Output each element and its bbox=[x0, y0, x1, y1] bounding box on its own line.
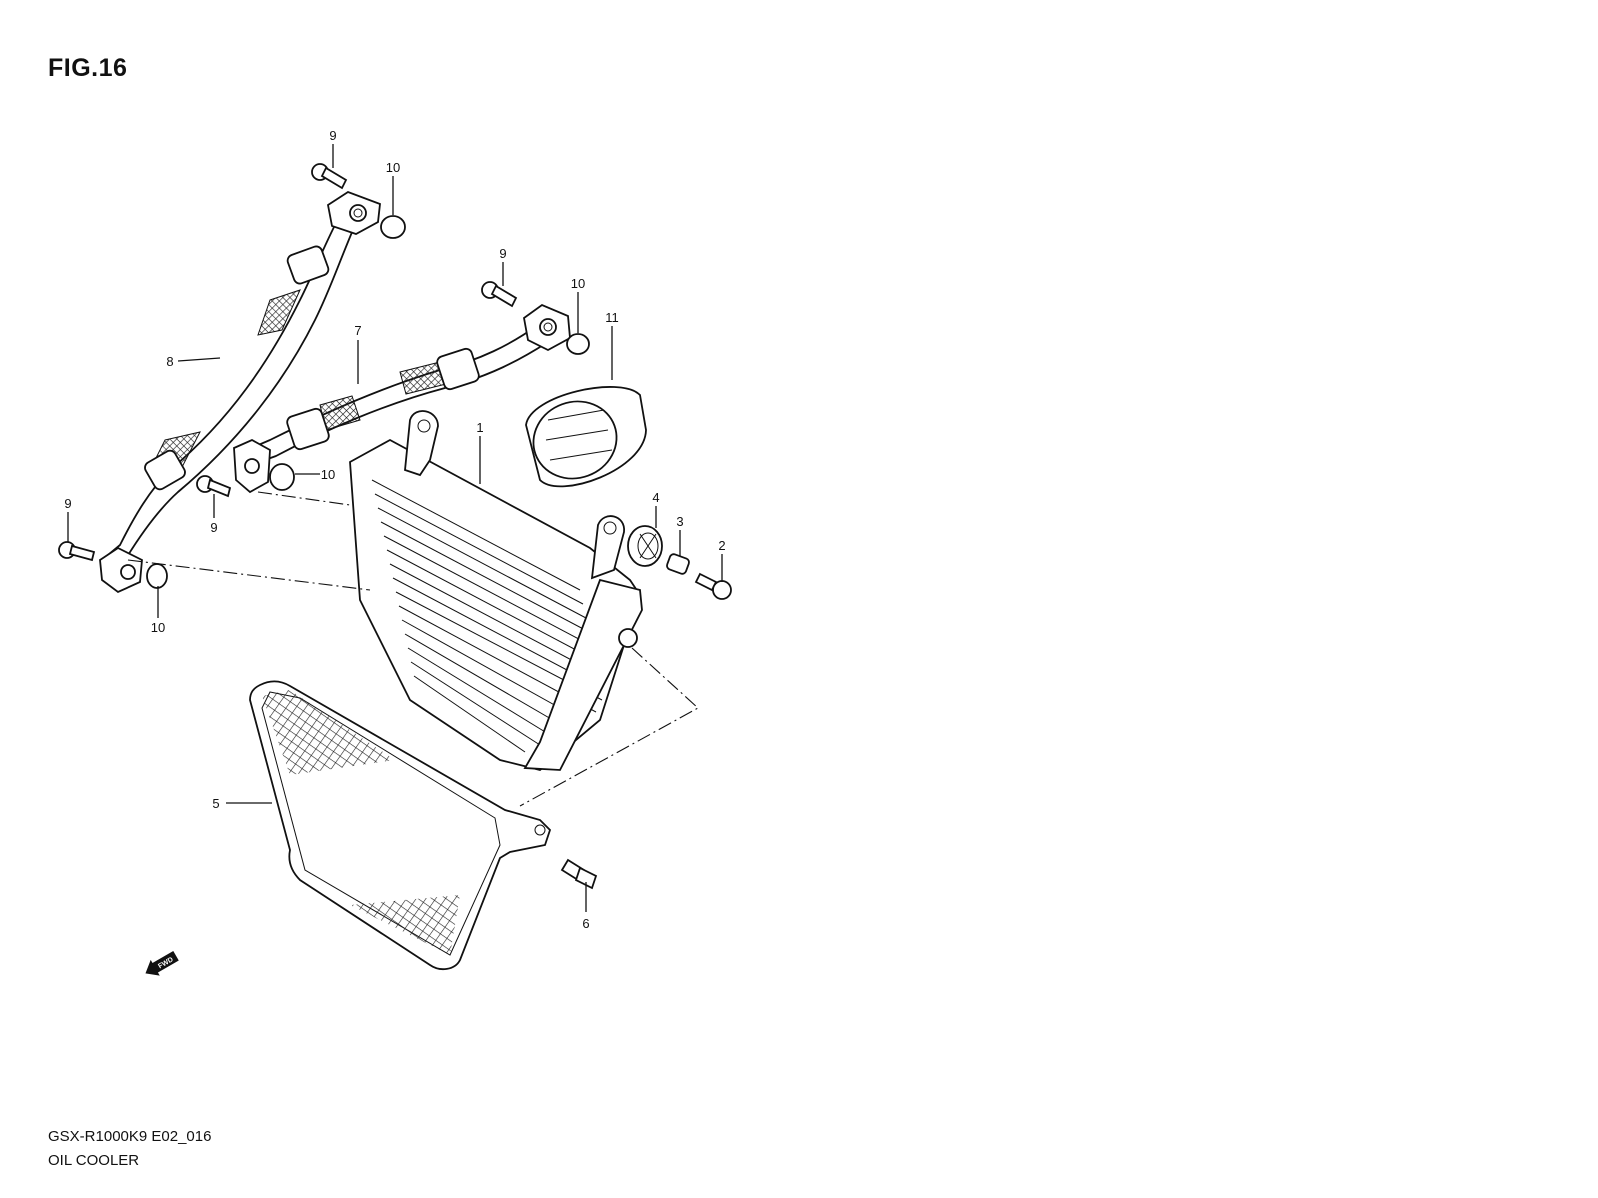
callout-6: 6 bbox=[582, 916, 589, 931]
callout-11: 11 bbox=[605, 310, 619, 325]
callout-4: 4 bbox=[652, 490, 659, 505]
o-ring-10-left bbox=[146, 563, 168, 589]
cooler-guard-5 bbox=[249, 680, 552, 971]
callout-10-top: 10 bbox=[386, 160, 400, 175]
callout-9-upper-right: 9 bbox=[499, 246, 506, 261]
callout-5: 5 bbox=[212, 796, 219, 811]
leader-lines bbox=[67, 144, 723, 912]
o-ring-10-middle bbox=[269, 463, 295, 491]
callout-labels: 9 10 9 10 11 7 8 1 10 9 9 4 3 2 10 5 6 bbox=[64, 128, 725, 931]
callout-3: 3 bbox=[676, 514, 683, 529]
bolt-9-left bbox=[58, 541, 96, 562]
group-name: OIL COOLER bbox=[48, 1152, 140, 1169]
model-code: GSX-R1000K9 E02_016 bbox=[48, 1128, 212, 1145]
bolt-9-upper-right bbox=[481, 281, 518, 308]
callout-9-middle: 9 bbox=[210, 520, 217, 535]
callout-8: 8 bbox=[166, 354, 173, 369]
o-ring-10-top bbox=[380, 215, 406, 239]
callout-10-left: 10 bbox=[151, 620, 165, 635]
callout-1: 1 bbox=[476, 420, 483, 435]
callout-10-middle: 10 bbox=[321, 467, 335, 482]
cap-4 bbox=[627, 525, 663, 567]
oil-hose-7 bbox=[233, 303, 571, 494]
oil-filter-11 bbox=[525, 386, 647, 488]
alignment-lines bbox=[127, 491, 699, 807]
fwd-label: FWD bbox=[157, 956, 174, 970]
callout-9-left: 9 bbox=[64, 496, 71, 511]
bolt-6 bbox=[560, 858, 598, 890]
oil-cooler-1 bbox=[349, 410, 643, 771]
callout-7: 7 bbox=[354, 323, 361, 338]
figure-title: FIG.16 bbox=[48, 54, 128, 82]
oil-hose-8 bbox=[99, 190, 381, 594]
fwd-arrow-icon: FWD bbox=[145, 950, 179, 976]
bolt-9-top bbox=[311, 163, 348, 190]
callout-9-top: 9 bbox=[329, 128, 336, 143]
callout-10-upper-right: 10 bbox=[571, 276, 585, 291]
callout-2: 2 bbox=[718, 538, 725, 553]
bolt-2 bbox=[694, 572, 732, 600]
bolt-9-middle bbox=[196, 475, 232, 498]
spacer-3 bbox=[666, 553, 690, 575]
o-ring-10-upper-right bbox=[566, 333, 590, 355]
